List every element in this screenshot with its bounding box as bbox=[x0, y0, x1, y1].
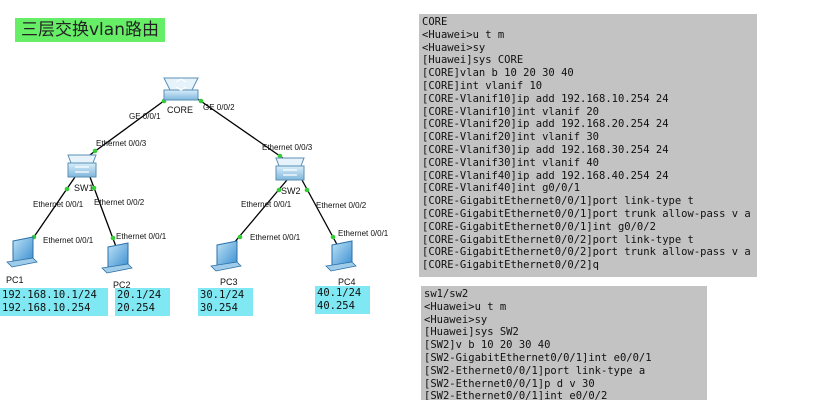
config-line: [CORE]vlan b 10 20 30 40 bbox=[422, 67, 574, 80]
link-dot bbox=[91, 185, 97, 191]
ip-label-pc1: 192.168.10.1/24 192.168.10.254 bbox=[0, 288, 108, 316]
config-line: <Huawei>u t m bbox=[424, 300, 507, 313]
config-line: CORE bbox=[422, 16, 448, 28]
device-label-pc3: PC3 bbox=[220, 277, 238, 287]
device-label-sw1: SW1 bbox=[74, 183, 94, 193]
config-line: [CORE-Vlanif20]int vlanif 30 bbox=[422, 131, 600, 144]
config-line: [CORE-GigabitEthernet0/0/2]port trunk al… bbox=[422, 246, 751, 259]
device-label-pc1: PC1 bbox=[6, 275, 24, 285]
config-line: sw1/sw2 bbox=[424, 288, 469, 300]
port-label-sw1-e2: Ethernet 0/0/2 bbox=[94, 198, 145, 207]
config-line: [SW2-Ethernet0/0/1]int e0/0/2 bbox=[424, 390, 608, 400]
device-label-pc2: PC2 bbox=[113, 280, 131, 290]
network-topology: CORE SW1 SW2 PC1 PC2 PC3 PC4 GE 0/0/1 GE… bbox=[6, 77, 389, 290]
gateway: 20.254 bbox=[117, 302, 155, 314]
ip-label-pc3: 30.1/24 30.254 bbox=[198, 288, 253, 316]
port-label-pc4: Ethernet 0/0/1 bbox=[338, 229, 389, 238]
config-line: <Huawei>sy bbox=[422, 41, 486, 54]
ip-address: 40.1/24 bbox=[317, 287, 362, 299]
sw1-switch-icon bbox=[67, 154, 97, 178]
link-dot bbox=[276, 187, 282, 193]
link-dot bbox=[110, 235, 116, 241]
link-core-sw2 bbox=[191, 94, 291, 164]
pc4-icon bbox=[325, 240, 357, 272]
config-line: [CORE-Vlanif10]ip add 192.168.10.254 24 bbox=[422, 92, 669, 105]
link-dots bbox=[31, 98, 336, 241]
gateway: 192.168.10.254 bbox=[2, 302, 91, 314]
config-line: [CORE-GigabitEthernet0/0/1]int g0/0/2 bbox=[422, 220, 656, 233]
link-dot bbox=[237, 234, 243, 240]
config-line: [CORE]int vlanif 10 bbox=[422, 79, 543, 92]
port-label-pc3: Ethernet 0/0/1 bbox=[250, 233, 301, 242]
ip-address: 20.1/24 bbox=[117, 289, 162, 301]
sw2-switch-icon bbox=[275, 157, 305, 181]
ip-label-pc2: 20.1/24 20.254 bbox=[115, 288, 170, 316]
config-line: [CORE-GigabitEthernet0/0/1]port trunk al… bbox=[422, 207, 751, 220]
port-label-sw1-up: Ethernet 0/0/3 bbox=[96, 139, 147, 148]
config-line: [SW2-Ethernet0/0/1]port link-type a bbox=[424, 364, 646, 377]
device-label-core: CORE bbox=[167, 105, 193, 115]
ip-label-pc4: 40.1/24 40.254 bbox=[315, 286, 370, 314]
config-line: [CORE-GigabitEthernet0/0/2]q bbox=[422, 259, 600, 272]
link-dot bbox=[330, 234, 336, 240]
sw-config-panel: sw1/sw2 <Huawei>u t m <Huawei>sy [Huawei… bbox=[421, 286, 707, 400]
device-label-sw2: SW2 bbox=[281, 186, 301, 196]
config-line: [CORE-Vlanif30]ip add 192.168.30.254 24 bbox=[422, 143, 669, 156]
config-line: [SW2-Ethernet0/0/1]p d v 30 bbox=[424, 377, 595, 390]
gateway: 40.254 bbox=[317, 300, 355, 312]
core-config-panel: CORE <Huawei>u t m <Huawei>sy [Huawei]sy… bbox=[419, 14, 757, 277]
config-line: <Huawei>u t m bbox=[422, 28, 505, 41]
port-label-sw2-e1: Ethernet 0/0/1 bbox=[241, 200, 292, 209]
device-label-pc4: PC4 bbox=[338, 277, 356, 287]
port-label-sw1-e1: Ethernet 0/0/1 bbox=[33, 200, 84, 209]
port-label-sw2-up: Ethernet 0/0/3 bbox=[262, 143, 313, 152]
config-line: [CORE-Vlanif20]ip add 192.168.20.254 24 bbox=[422, 118, 669, 131]
port-label-pc2: Ethernet 0/0/1 bbox=[116, 232, 167, 241]
config-line: [Huawei]sys SW2 bbox=[424, 326, 519, 339]
link-dot bbox=[198, 98, 204, 104]
ip-address: 192.168.10.1/24 bbox=[2, 289, 97, 301]
pc1-icon bbox=[6, 236, 38, 268]
link-dot bbox=[277, 153, 283, 159]
link-core-sw1 bbox=[82, 94, 173, 161]
port-label-pc1: Ethernet 0/0/1 bbox=[43, 236, 94, 245]
diagram-title: 三层交换vlan路由 bbox=[15, 18, 165, 42]
ip-address: 30.1/24 bbox=[200, 289, 245, 301]
link-dot bbox=[304, 187, 310, 193]
config-line: [SW2]v b 10 20 30 40 bbox=[424, 339, 551, 352]
config-line: [CORE-Vlanif40]int g0/0/1 bbox=[422, 182, 581, 195]
link-dot bbox=[64, 186, 70, 192]
config-line: [SW2-GigabitEthernet0/0/1]int e0/0/1 bbox=[424, 351, 652, 364]
config-line: [CORE-Vlanif40]ip add 192.168.40.254 24 bbox=[422, 169, 669, 182]
config-line: [CORE-Vlanif30]int vlanif 40 bbox=[422, 156, 600, 169]
config-line: [Huawei]sys CORE bbox=[422, 54, 524, 67]
port-label-core-ge1: GE 0/0/1 bbox=[129, 112, 161, 121]
config-line: [CORE-GigabitEthernet0/0/2]port link-typ… bbox=[422, 233, 694, 246]
link-sw2-pc3 bbox=[227, 179, 288, 251]
port-label-core-ge2: GE 0/0/2 bbox=[203, 103, 235, 112]
pc2-icon bbox=[101, 242, 133, 274]
pc3-icon bbox=[210, 240, 242, 272]
port-label-sw2-e2: Ethernet 0/0/2 bbox=[316, 201, 367, 210]
core-switch-icon bbox=[163, 77, 199, 101]
gateway: 30.254 bbox=[200, 302, 238, 314]
config-line: <Huawei>sy bbox=[424, 313, 488, 326]
config-line: [CORE-GigabitEthernet0/0/1]port link-typ… bbox=[422, 195, 694, 208]
link-dot bbox=[92, 148, 98, 154]
config-line: [CORE-Vlanif10]int vlanif 20 bbox=[422, 105, 600, 118]
